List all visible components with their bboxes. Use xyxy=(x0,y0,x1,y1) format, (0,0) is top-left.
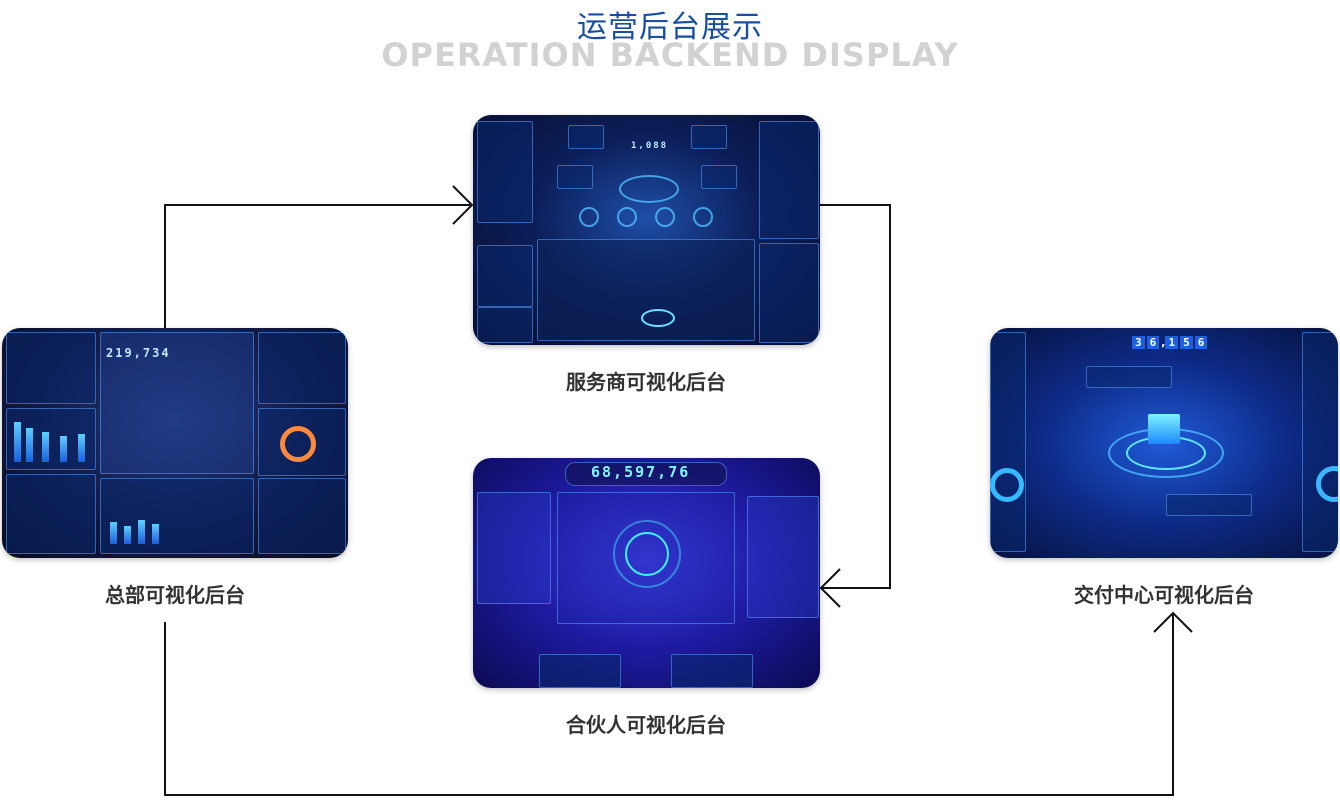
provider-label: 服务商可视化后台 xyxy=(566,370,726,394)
connector-hq-to-provider xyxy=(164,204,470,328)
connector-provider-to-partner xyxy=(820,204,891,589)
partner-label: 合伙人可视化后台 xyxy=(566,713,726,737)
partner-dashboard-thumbnail[interactable]: 68,597,76 xyxy=(473,458,820,688)
hq-dashboard-thumbnail[interactable]: 219,734 xyxy=(2,328,348,558)
delivery-label: 交付中心可视化后台 xyxy=(1074,583,1254,607)
connector-hq-to-delivery xyxy=(164,614,1174,796)
arrowhead-delivery-up xyxy=(1153,611,1193,633)
arrowhead-partner-right xyxy=(819,568,841,608)
provider-counter: 1,088 xyxy=(631,141,669,151)
page-subtitle: OPERATION BACKEND DISPLAY xyxy=(381,36,959,74)
page-title: 运营后台展示 xyxy=(577,10,763,45)
hq-label: 总部可视化后台 xyxy=(105,583,245,607)
hq-counter: 219,734 xyxy=(106,346,171,360)
provider-dashboard-thumbnail[interactable]: 1,088 xyxy=(473,115,820,345)
arrowhead-provider-left xyxy=(452,185,474,225)
partner-counter: 68,597,76 xyxy=(591,463,691,481)
